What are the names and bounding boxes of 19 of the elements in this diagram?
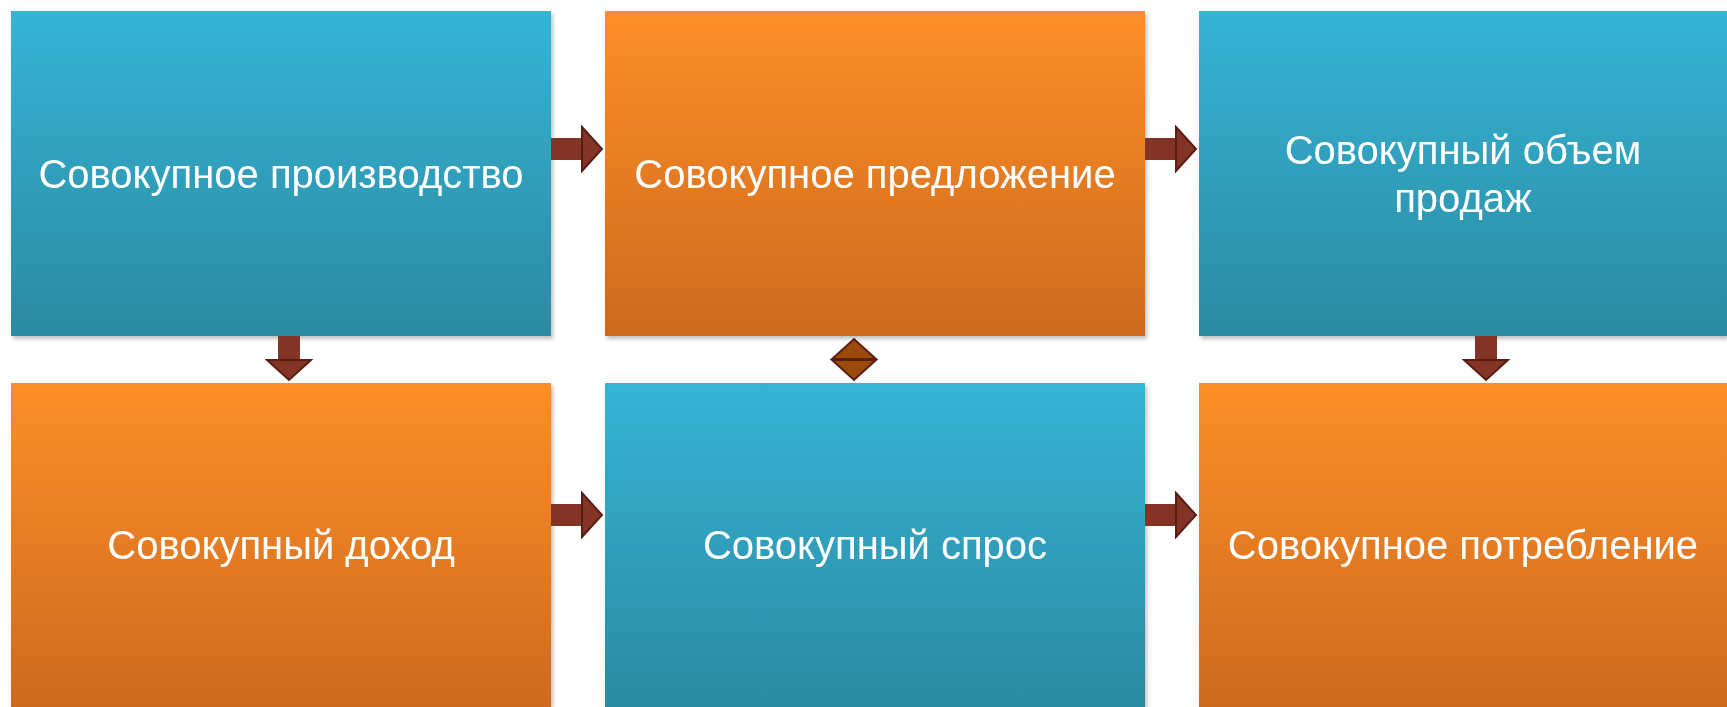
process-box bbox=[605, 11, 1145, 336]
block-arrow bbox=[831, 338, 877, 381]
process-box bbox=[11, 383, 551, 707]
block-arrow bbox=[266, 336, 312, 381]
process-box bbox=[605, 383, 1145, 707]
box-label: Совокупный доход bbox=[107, 522, 455, 569]
box-label: Совокупный спрос bbox=[702, 522, 1048, 569]
box-label: Совокупное производство bbox=[38, 150, 524, 198]
box-label: Совокупный объем продаж bbox=[1283, 126, 1643, 222]
box-label: Совокупное предложение bbox=[634, 150, 1116, 198]
block-arrow bbox=[1145, 492, 1197, 538]
block-arrow bbox=[1463, 336, 1509, 381]
block-arrow bbox=[551, 492, 603, 538]
block-arrow bbox=[1145, 126, 1197, 172]
block-arrow bbox=[551, 126, 603, 172]
box-label: Совокупное потребление bbox=[1227, 522, 1699, 569]
process-box bbox=[1199, 11, 1727, 336]
process-box bbox=[1199, 383, 1727, 707]
process-box bbox=[11, 11, 551, 336]
